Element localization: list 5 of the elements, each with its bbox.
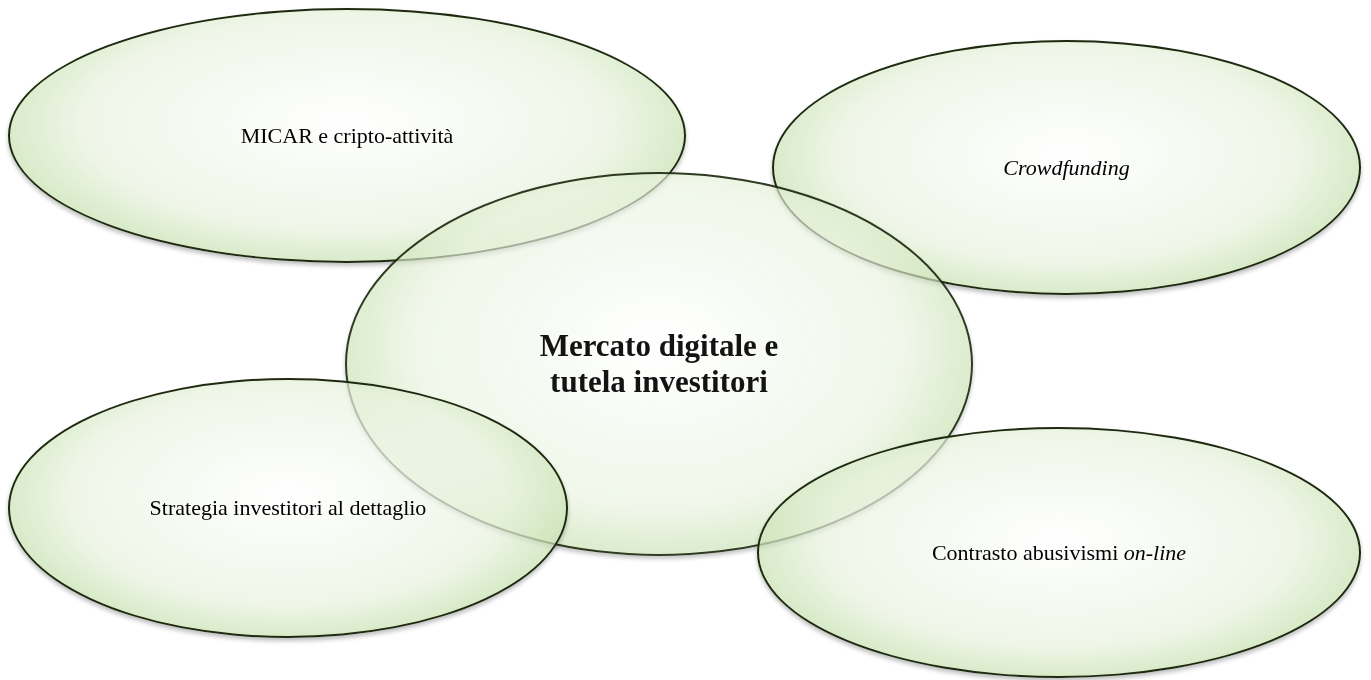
topic-label: Crowdfunding: [1003, 154, 1130, 181]
central-topic: Mercato digitale e tutela investitori: [538, 328, 780, 400]
topic-label: Contrasto abusivismi on-line: [931, 539, 1187, 566]
topic-label: Strategia investitori al dettaglio: [149, 495, 427, 521]
topic-label: MICAR e cripto-attività: [240, 122, 454, 149]
